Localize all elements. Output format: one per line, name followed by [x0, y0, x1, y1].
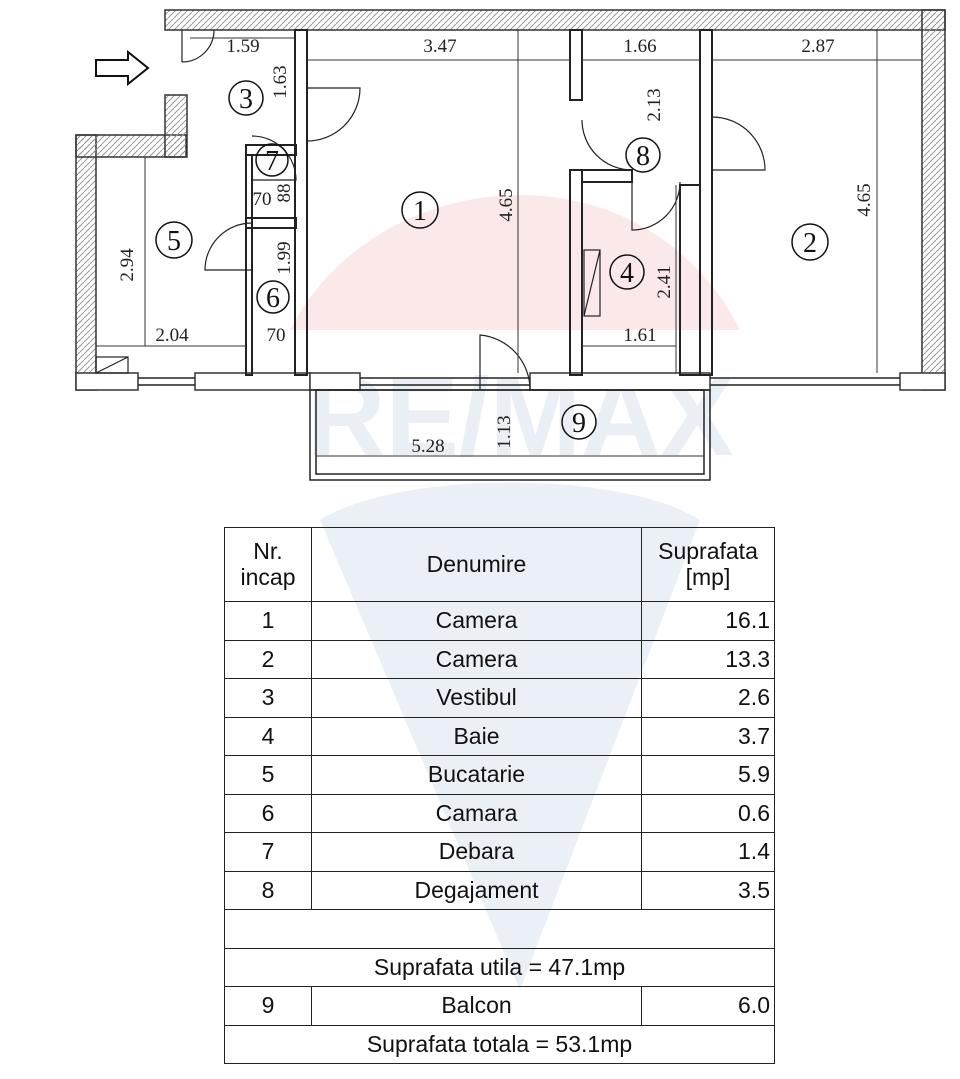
room-8-number: 8: [636, 141, 650, 172]
header-name: Denumire: [311, 527, 642, 602]
row-area: 1.4: [641, 832, 775, 872]
empty-row: [224, 909, 775, 949]
dim-2-13: 2.13: [644, 88, 665, 121]
table-row: 2 Camera 13.3: [224, 639, 775, 679]
room-9-number: 9: [572, 408, 586, 439]
dim-1-61: 1.61: [623, 325, 656, 346]
dim-70-debara: 70: [253, 189, 272, 210]
useful-total: Suprafata utila = 47.1mp: [224, 947, 775, 987]
row-nr: 8: [224, 870, 312, 910]
row-area: 3.5: [641, 870, 775, 910]
useful-total-row: Suprafata utila = 47.1mp: [224, 947, 775, 987]
row-name: Debara: [311, 832, 642, 872]
dim-1-59: 1.59: [226, 36, 259, 57]
dimension-lines: [96, 30, 922, 457]
balcony: [309, 389, 711, 481]
row-nr: 9: [224, 986, 312, 1026]
row-name: Vestibul: [311, 678, 642, 718]
dim-3-47: 3.47: [423, 36, 456, 57]
table-row: 6 Camara 0.6: [224, 793, 775, 833]
dim-2-87: 2.87: [801, 36, 834, 57]
entrance-arrow-icon: [95, 49, 150, 87]
empty-cell: [224, 909, 775, 949]
floor-plan: 1.59 3.47 1.66 2.87 1.63 2.13 4.65 4.65 …: [75, 9, 946, 481]
balcony-row: 9 Balcon 6.0: [224, 986, 775, 1026]
table-row: 4 Baie 3.7: [224, 716, 775, 756]
table-header: Nr. incap Denumire Suprafata [mp]: [224, 527, 775, 602]
table-row: 5 Bucatarie 5.9: [224, 755, 775, 795]
row-area: 6.0: [641, 986, 775, 1026]
row-nr: 6: [224, 793, 312, 833]
dim-5-28: 5.28: [411, 436, 444, 457]
row-nr: 5: [224, 755, 312, 795]
grand-total-row: Suprafata totala = 53.1mp: [224, 1024, 775, 1064]
row-name: Camera: [311, 601, 642, 641]
table-row: 7 Debara 1.4: [224, 832, 775, 872]
area-table: Nr. incap Denumire Suprafata [mp] 1 Came…: [224, 527, 775, 1064]
header-area: Suprafata [mp]: [641, 527, 775, 602]
dim-88: 88: [274, 184, 295, 203]
row-area: 2.6: [641, 678, 775, 718]
row-nr: 7: [224, 832, 312, 872]
row-name: Baie: [311, 716, 642, 756]
dim-1-66: 1.66: [623, 36, 656, 57]
row-area: 3.7: [641, 716, 775, 756]
dim-2-94: 2.94: [117, 248, 138, 282]
row-name: Degajament: [311, 870, 642, 910]
header-nr-line2: incap: [240, 563, 296, 590]
table-row: 3 Vestibul 2.6: [224, 678, 775, 718]
row-name: Camera: [311, 639, 642, 679]
interior-walls: [245, 29, 713, 376]
row-name: Bucatarie: [311, 755, 642, 795]
header-area-line2: [mp]: [685, 563, 731, 590]
room-3-number: 3: [239, 84, 253, 115]
dim-4-65-room2: 4.65: [854, 183, 875, 216]
table-row: 1 Camera 16.1: [224, 601, 775, 641]
room-1-number: 1: [413, 196, 427, 227]
dim-4-65-room1: 4.65: [496, 188, 517, 221]
room-markers: [155, 80, 829, 440]
table-row: 8 Degajament 3.5: [224, 870, 775, 910]
header-nr: Nr. incap: [224, 527, 312, 602]
header-area-line1: Suprafata: [658, 538, 758, 565]
row-nr: 3: [224, 678, 312, 718]
dim-1-13: 1.13: [494, 415, 515, 448]
header-nr-line1: Nr.: [253, 538, 283, 565]
dim-1-63: 1.63: [270, 65, 291, 98]
room-5-number: 5: [167, 226, 181, 257]
room-2-number: 2: [803, 228, 817, 259]
room-4-number: 4: [620, 258, 634, 289]
stove-symbol: [95, 249, 601, 374]
windows: [138, 377, 900, 386]
dim-70-camara: 70: [267, 325, 286, 346]
row-area: 16.1: [641, 601, 775, 641]
dim-2-41: 2.41: [654, 265, 675, 298]
room-6-number: 6: [266, 283, 280, 314]
row-area: 5.9: [641, 755, 775, 795]
dim-2-04: 2.04: [155, 325, 189, 346]
exterior-walls: [75, 9, 946, 391]
door-swings: [181, 29, 766, 391]
row-area: 13.3: [641, 639, 775, 679]
dim-1-99: 1.99: [274, 241, 295, 274]
row-nr: 4: [224, 716, 312, 756]
row-name: Balcon: [311, 986, 642, 1026]
row-nr: 2: [224, 639, 312, 679]
row-name: Camara: [311, 793, 642, 833]
row-area: 0.6: [641, 793, 775, 833]
room-7-number: 7: [265, 146, 279, 177]
grand-total: Suprafata totala = 53.1mp: [224, 1024, 775, 1064]
row-nr: 1: [224, 601, 312, 641]
